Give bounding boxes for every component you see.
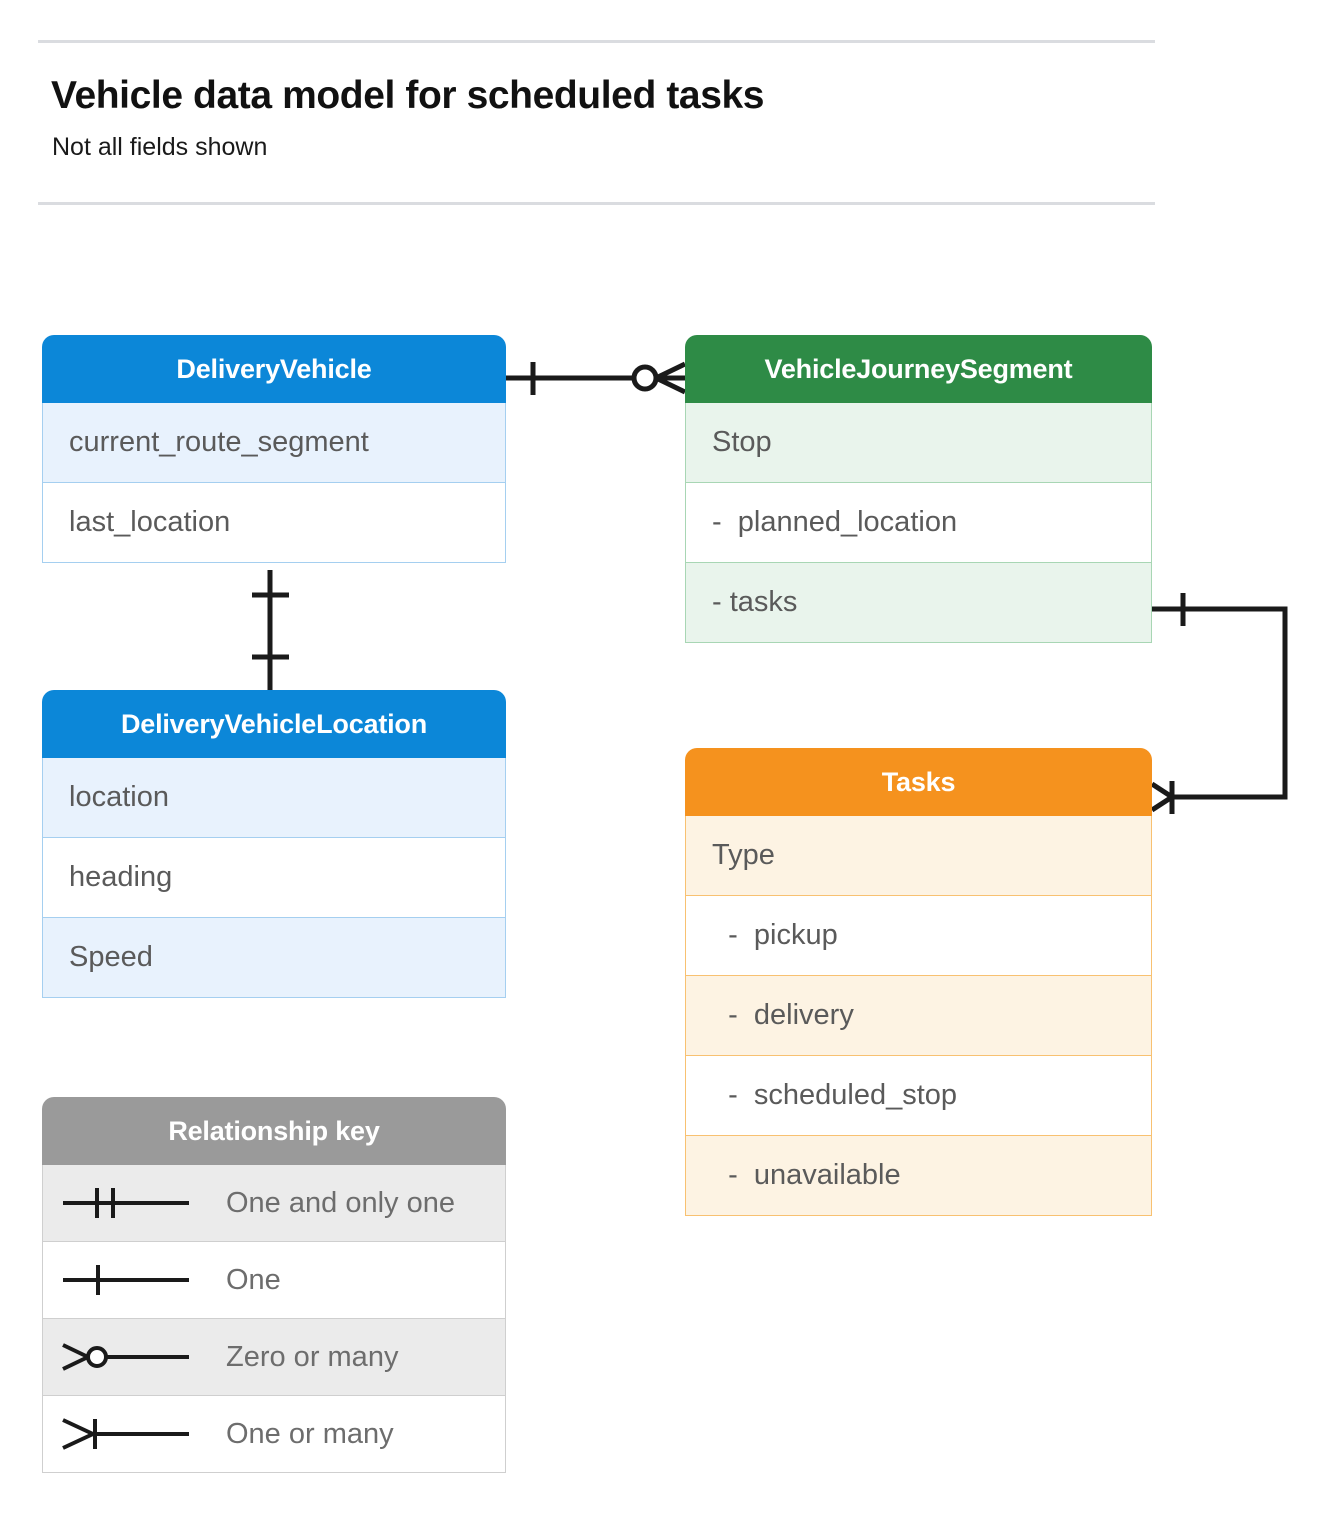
page-subtitle: Not all fields shown — [52, 133, 268, 161]
zero-or-many-icon — [43, 1337, 226, 1377]
legend-row-zero-or-many: Zero or many — [42, 1319, 506, 1396]
entity-header-delivery-vehicle: DeliveryVehicle — [42, 335, 506, 403]
legend-label: One — [226, 1263, 281, 1296]
entity-delivery-vehicle-location[interactable]: DeliveryVehicleLocation location heading… — [42, 690, 506, 998]
entity-field-row: Type — [685, 816, 1152, 896]
connector-segment-to-tasks — [1152, 606, 1288, 800]
entity-field-row: current_route_segment — [42, 403, 506, 483]
entity-field-row: heading — [42, 838, 506, 918]
cardinality-zero-circle — [631, 364, 659, 392]
entity-header-delivery-vehicle-location: DeliveryVehicleLocation — [42, 690, 506, 758]
entity-field-row: Stop — [685, 403, 1152, 483]
legend-title: Relationship key — [42, 1097, 506, 1165]
entity-field-row: location — [42, 758, 506, 838]
header-top-divider — [38, 40, 1155, 43]
crowsfoot-upper — [654, 361, 687, 381]
legend-row-one-and-only-one: One and only one — [42, 1165, 506, 1242]
entity-field-row: - tasks — [685, 563, 1152, 643]
entity-field-row: last_location — [42, 483, 506, 563]
header-bottom-divider — [38, 202, 1155, 205]
crowsfoot-lower — [654, 375, 687, 395]
entity-field-row: - scheduled_stop — [685, 1056, 1152, 1136]
entity-field-row: - planned_location — [685, 483, 1152, 563]
entity-vehicle-journey-segment[interactable]: VehicleJourneySegment Stop - planned_loc… — [685, 335, 1152, 643]
legend-row-one: One — [42, 1242, 506, 1319]
crowsfoot-tasks-upper — [1150, 781, 1174, 800]
entity-header-vehicle-journey-segment: VehicleJourneySegment — [685, 335, 1152, 403]
relationship-key-legend: Relationship key One and only one One — [42, 1097, 506, 1473]
entity-delivery-vehicle[interactable]: DeliveryVehicle current_route_segment la… — [42, 335, 506, 563]
entity-field-row: - delivery — [685, 976, 1152, 1056]
legend-label: One and only one — [226, 1186, 455, 1219]
page-title: Vehicle data model for scheduled tasks — [51, 74, 765, 117]
entity-field-row: - pickup — [685, 896, 1152, 976]
entity-field-row: Speed — [42, 918, 506, 998]
legend-row-one-or-many: One or many — [42, 1396, 506, 1473]
entity-tasks[interactable]: Tasks Type - pickup - delivery - schedul… — [685, 748, 1152, 1216]
legend-label: One or many — [226, 1417, 394, 1450]
one-and-only-one-icon — [43, 1183, 226, 1223]
entity-header-tasks: Tasks — [685, 748, 1152, 816]
crowsfoot-tasks-lower — [1150, 794, 1174, 813]
one-or-many-icon — [43, 1414, 226, 1454]
entity-field-row: - unavailable — [685, 1136, 1152, 1216]
one-icon — [43, 1260, 226, 1300]
legend-label: Zero or many — [226, 1340, 399, 1373]
